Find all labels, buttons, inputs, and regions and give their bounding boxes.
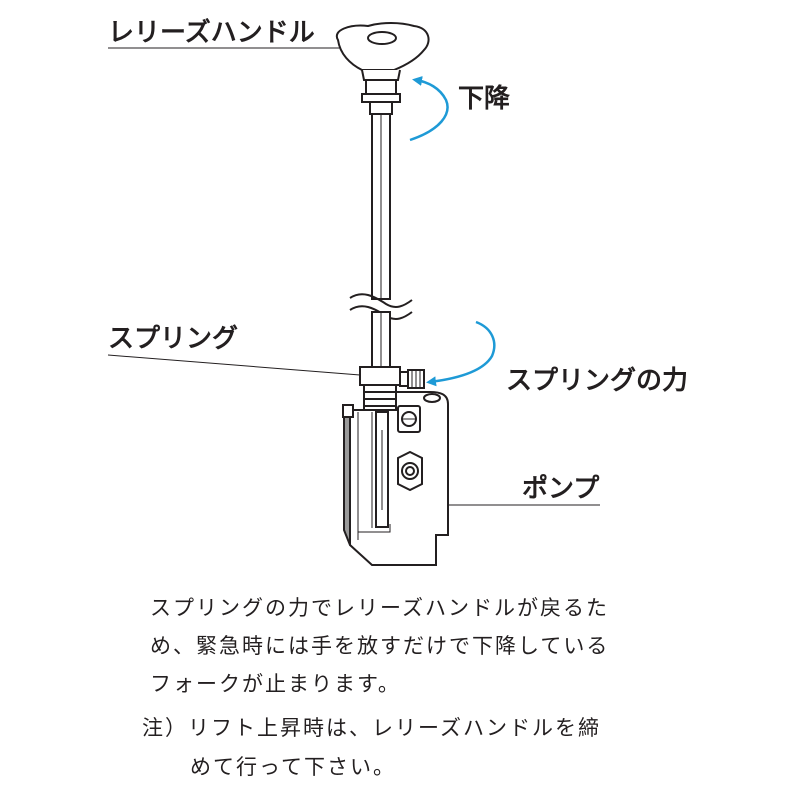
spring — [359, 366, 401, 414]
description-line-2: め、緊急時には手を放すだけで下降している — [150, 634, 610, 658]
pump-label: ポンプ — [522, 474, 600, 504]
description-line-1: スプリングの力でレリーズハンドルが戻るた — [150, 596, 609, 620]
descend-arrow-icon — [409, 76, 449, 142]
handle-knob — [335, 22, 430, 115]
handle-shaft — [349, 113, 413, 368]
release-handle-diagram — [107, 22, 600, 566]
spring-label: スプリング — [108, 324, 239, 354]
note-line-1: 注）リフト上昇時は、レリーズハンドルを締 — [142, 716, 601, 740]
pump-body — [342, 391, 449, 566]
description-line-3: フォークが止まります。 — [150, 672, 401, 696]
set-screw — [399, 369, 425, 389]
descend-label: 下降 — [458, 84, 511, 114]
spring-leader — [107, 354, 361, 376]
note-line-2: めて行って下さい。 — [190, 755, 396, 779]
release-handle-label: レリーズハンドル — [108, 18, 315, 48]
spring-force-label: スプリングの力 — [506, 366, 689, 396]
spring-force-arrow-icon — [426, 320, 496, 387]
